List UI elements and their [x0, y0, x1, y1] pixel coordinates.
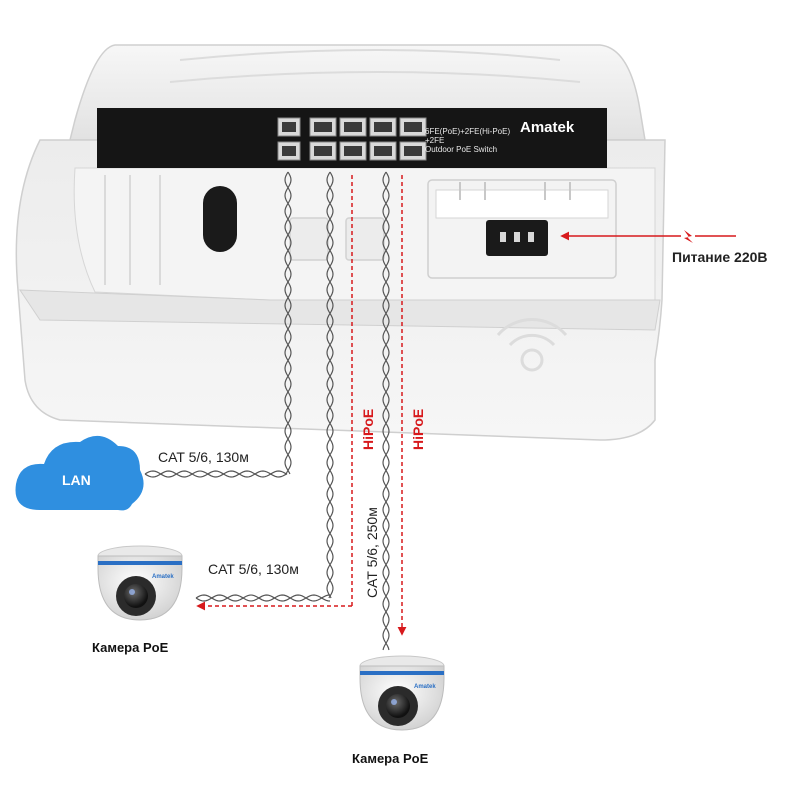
switch-brand-logo: Amatek [520, 119, 575, 136]
camera2-twisted-cable [382, 171, 390, 651]
lan-label: LAN [62, 472, 91, 488]
switch-model-line3: Outdoor PoE Switch [425, 145, 497, 154]
camera1-brand: Amatek [152, 574, 174, 580]
rj45-port-socket [404, 122, 422, 132]
rj45-port-socket [282, 122, 296, 132]
lan-twisted-cable [284, 171, 292, 475]
camera1-twisted-cable [326, 171, 334, 599]
camera1-label: Камера PoE [92, 640, 169, 655]
camera1-twisted-cable [195, 594, 331, 602]
camera2-label: Камера PoE [352, 751, 429, 766]
rj45-port-socket [314, 122, 332, 132]
lan-cloud: LAN [15, 435, 144, 511]
camera-lens-icon [386, 694, 410, 718]
camera1-twisted-cable [326, 171, 334, 599]
twisted-pair-cables [144, 171, 390, 651]
lan-twisted-cable [144, 470, 288, 478]
rj45-port-socket [344, 122, 362, 132]
rj45-port-socket [314, 146, 332, 156]
hipoe-label-2: HiPoE [410, 409, 426, 450]
camera2-brand: Amatek [414, 684, 436, 690]
camera2-twisted-cable [382, 171, 390, 651]
camera-1: Amatek [97, 545, 183, 621]
rj45-port-socket [344, 146, 362, 156]
antenna-emboss-icon [496, 317, 568, 372]
camera1-twisted-cable [195, 594, 331, 602]
camera1-cable-label: CAT 5/6, 130м [208, 561, 299, 577]
camera2-cable-label: CAT 5/6, 250м [364, 507, 380, 598]
hipoe-label-1: HiPoE [360, 409, 376, 450]
cloud-icon [15, 435, 144, 511]
lightning-icon [681, 229, 695, 243]
switch-model-line1: 6FE(PoE)+2FE(Hi-PoE) [425, 127, 510, 136]
power-input: Питание 220В [560, 229, 768, 265]
hipoe-link-1 [196, 175, 353, 611]
power-label: Питание 220В [672, 249, 768, 265]
rj45-port-socket [282, 146, 296, 156]
lan-cable-label: CAT 5/6, 130м [158, 449, 249, 465]
poe-switch: 6FE(PoE)+2FE(Hi-PoE) +2FE Outdoor PoE Sw… [97, 108, 607, 168]
camera-lens-icon [124, 584, 148, 608]
mounting-slot [203, 186, 237, 252]
power-module [427, 179, 617, 279]
rj45-port-socket [404, 146, 422, 156]
lan-twisted-cable [144, 470, 288, 478]
camera-2: Amatek [359, 655, 445, 731]
rj45-port-group [277, 117, 427, 161]
rj45-port-socket [374, 122, 392, 132]
rj45-port-socket [374, 146, 392, 156]
switch-model-line2: +2FE [425, 136, 444, 145]
